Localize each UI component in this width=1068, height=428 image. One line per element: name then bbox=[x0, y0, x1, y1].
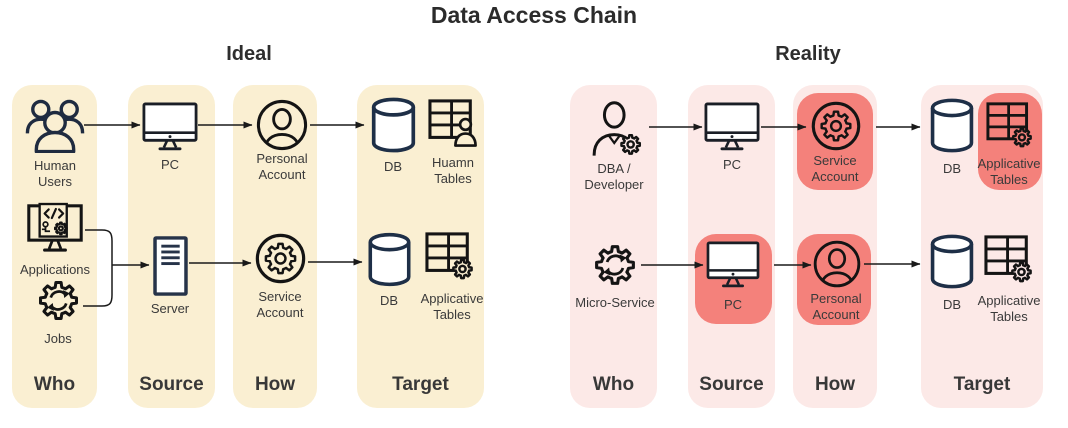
monitor-icon bbox=[142, 102, 198, 151]
database-icon bbox=[370, 97, 417, 153]
gear-circle-icon bbox=[810, 100, 862, 152]
node-label: Applications bbox=[19, 262, 91, 277]
column-label-how: How bbox=[254, 374, 296, 395]
column-label-who: Who bbox=[592, 374, 635, 395]
table-person-icon bbox=[428, 99, 478, 147]
column-label-target: Target bbox=[953, 374, 1011, 395]
node-label: Personal Account bbox=[810, 291, 862, 323]
node-label: Applicative Tables bbox=[420, 291, 484, 323]
node-label: Server bbox=[150, 301, 190, 316]
node-label: Human Users bbox=[34, 158, 76, 190]
node-label: PC bbox=[722, 157, 742, 172]
node-label: Jobs bbox=[44, 331, 72, 346]
node-label: Service Account bbox=[256, 289, 304, 321]
node-label: Applicative Tables bbox=[977, 156, 1041, 188]
column-label-source: Source bbox=[699, 374, 764, 395]
database-icon bbox=[929, 98, 975, 153]
node-label: DB bbox=[942, 297, 962, 312]
gear-circle-icon bbox=[254, 232, 307, 285]
node-label: PC bbox=[723, 297, 743, 312]
node-label: DB bbox=[942, 161, 962, 176]
node-label: DBA / Developer bbox=[584, 161, 644, 193]
node-label: Micro-Service bbox=[575, 295, 655, 310]
people-group-icon bbox=[23, 96, 87, 153]
column-label-target: Target bbox=[392, 374, 449, 395]
person-circle-icon bbox=[812, 239, 862, 289]
column-label-who: Who bbox=[33, 374, 76, 395]
monitor-icon bbox=[706, 241, 760, 288]
server-icon bbox=[153, 236, 188, 296]
node-label: Applicative Tables bbox=[977, 293, 1041, 325]
node-label: Service Account bbox=[811, 153, 859, 185]
database-icon bbox=[929, 234, 975, 289]
table-gear-icon bbox=[986, 102, 1034, 148]
application-monitor-icon bbox=[27, 202, 83, 253]
table-gear-icon bbox=[425, 232, 475, 280]
node-label: Huamn Tables bbox=[432, 155, 474, 187]
ideal-column-how: How bbox=[233, 85, 317, 408]
node-label: DB bbox=[383, 159, 403, 174]
node-label: Personal Account bbox=[256, 151, 308, 183]
monitor-icon bbox=[704, 102, 760, 151]
node-label: PC bbox=[160, 157, 180, 172]
section-title-reality: Reality bbox=[775, 43, 841, 65]
gear-refresh-icon bbox=[35, 277, 82, 324]
person-gear-icon bbox=[589, 100, 647, 158]
column-label-how: How bbox=[814, 374, 856, 395]
person-circle-icon bbox=[255, 98, 309, 152]
column-label-source: Source bbox=[139, 374, 204, 395]
page-title: Data Access Chain bbox=[430, 2, 638, 28]
table-gear-icon bbox=[984, 235, 1034, 283]
gear-refresh-icon bbox=[591, 241, 639, 289]
section-title-ideal: Ideal bbox=[226, 43, 272, 65]
database-icon bbox=[367, 232, 412, 287]
node-label: DB bbox=[379, 293, 399, 308]
